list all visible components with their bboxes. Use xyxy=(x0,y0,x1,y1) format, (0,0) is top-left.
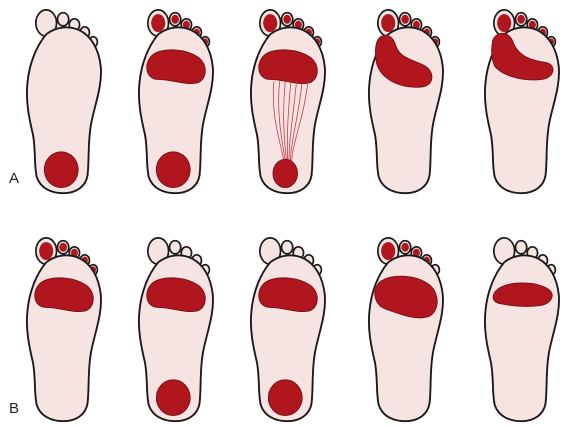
foot-b-2 xyxy=(139,238,213,421)
toe-pressure-1 xyxy=(39,242,53,260)
heel-pressure xyxy=(44,152,78,188)
foot-a-5 xyxy=(485,10,559,193)
row-label-b: B xyxy=(9,400,19,417)
toe-pressure-2 xyxy=(401,15,409,24)
foot-a-4 xyxy=(369,10,443,193)
toe-2 xyxy=(169,241,180,254)
sole-outline xyxy=(485,255,559,421)
foot-a-2 xyxy=(139,10,213,193)
toe-pressure-2 xyxy=(171,15,179,24)
foot-a-3 xyxy=(251,10,325,193)
toe-2 xyxy=(281,241,292,254)
toe-pressure-1 xyxy=(381,242,395,260)
foot-b-4 xyxy=(369,238,443,421)
toe-pressure-2 xyxy=(283,15,291,24)
heel-pressure xyxy=(156,380,190,416)
toe-pressure-1 xyxy=(381,14,395,32)
toe-pressure-2 xyxy=(517,15,525,24)
toe-pressure-1 xyxy=(151,14,165,32)
foot-b-1 xyxy=(27,238,101,421)
foot-b-3 xyxy=(251,238,325,421)
row-label-a: A xyxy=(9,170,19,187)
toe-pressure-2 xyxy=(401,243,409,252)
toe-pressure-2 xyxy=(59,243,67,252)
toe-pressure-1 xyxy=(497,14,511,32)
foot-b-5 xyxy=(485,238,559,421)
heel-pressure xyxy=(268,380,302,416)
toe-2 xyxy=(515,241,526,254)
forefoot-pressure xyxy=(493,283,552,306)
toe-pressure-1 xyxy=(263,14,277,32)
toe-2 xyxy=(57,13,68,26)
heel-pressure xyxy=(156,152,190,188)
foot-a-1 xyxy=(27,10,101,193)
heel-pressure xyxy=(273,159,297,187)
